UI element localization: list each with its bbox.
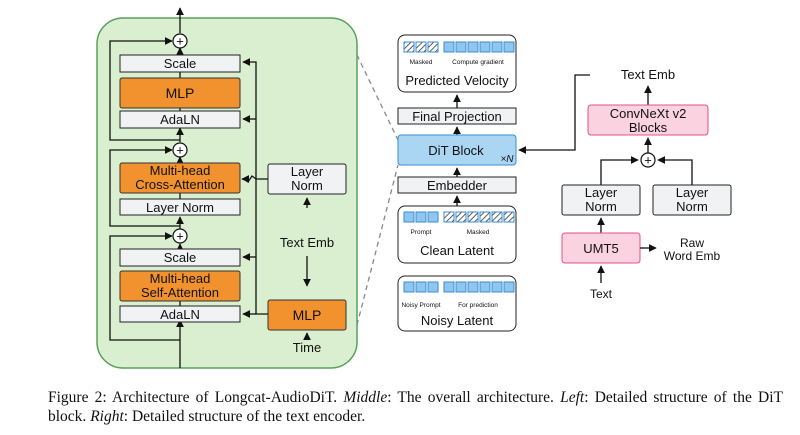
convnext-label-2: Blocks [629, 120, 668, 135]
repeat-n-label: ×N [500, 154, 514, 165]
noisy-prompt-label: Noisy Prompt [401, 302, 440, 309]
self-attention-label-1: Multi-head [150, 271, 211, 286]
word-emb-label: Word Emb [664, 249, 721, 263]
adaln-top-label: AdaLN [160, 112, 200, 127]
scale-bottom-box [119, 248, 241, 267]
right-plus-symbol: + [644, 153, 652, 168]
prompt-token-label: Prompt [411, 229, 432, 236]
text-to-cross-attn-arrow [241, 175, 268, 183]
scale-bottom-label: Scale [164, 250, 197, 265]
plus-symbol: + [176, 143, 184, 158]
zoom-line-bottom [356, 164, 399, 326]
right-norm-to-plus [657, 156, 693, 185]
time-mlp-box [267, 299, 347, 331]
scale-top-label: Scale [164, 56, 197, 71]
residual-skip-3 [109, 37, 180, 141]
zoom-line-top [356, 54, 399, 141]
right-layer-norm-right-label-2: Norm [676, 199, 708, 214]
plus-icon [172, 228, 188, 244]
for-prediction-label: For prediction [458, 302, 498, 309]
cross-attention-label-1: Multi-head [150, 163, 211, 178]
predicted-velocity-title: Predicted Velocity [405, 73, 509, 88]
adaln-bottom-box [119, 305, 241, 323]
figure-caption: Figure 2: Architecture of Longcat-AudioD… [48, 388, 783, 426]
scale-top-box [119, 54, 241, 73]
time-mlp-label: MLP [293, 307, 322, 323]
adaln-bottom-label: AdaLN [160, 307, 200, 322]
umt5-label: UMT5 [583, 241, 618, 256]
text-emb-label: Text Emb [280, 235, 334, 250]
plus-symbol: + [176, 229, 184, 244]
dit-block-label: DiT Block [428, 143, 484, 158]
caption-part4: : Detailed structure of the text encoder… [123, 408, 366, 425]
masked-token-label-2: Masked [467, 229, 490, 236]
plus-icon [640, 152, 656, 168]
caption-part2: : The overall architecture. [387, 389, 561, 406]
caption-part1: Figure 2: Architecture of Longcat-AudioD… [48, 389, 344, 406]
side-layer-norm-label-1: Layer [291, 164, 324, 179]
predicted-velocity-tokens [403, 41, 515, 53]
embedder-box [397, 176, 517, 194]
layer-norm-box [119, 198, 241, 216]
text-input-label: Text [590, 287, 613, 301]
adaln-top-box [119, 110, 241, 129]
plus-symbol: + [176, 34, 184, 49]
dit-block-box [397, 134, 517, 166]
mlp-box [119, 77, 241, 109]
noisy-latent-title: Noisy Latent [421, 313, 494, 328]
left-norm-to-plus [600, 156, 639, 185]
convnext-box [587, 104, 709, 136]
side-layer-norm-label-2: Norm [291, 178, 323, 193]
text-emb-to-dit-arrow [518, 74, 590, 154]
right-layer-norm-left-label-1: Layer [585, 185, 618, 200]
final-projection-label: Final Projection [412, 109, 502, 124]
compute-gradient-label: Compute gradient [452, 59, 504, 66]
final-projection-box [397, 107, 517, 125]
cross-attention-box [119, 162, 241, 194]
caption-left-label: Left [560, 389, 585, 406]
plus-icon [172, 33, 188, 49]
self-attention-box [119, 270, 241, 302]
residual-skip-2 [109, 146, 180, 227]
right-text-emb-label: Text Emb [621, 67, 675, 82]
raw-label: Raw [680, 236, 704, 250]
cross-attention-label-2: Cross-Attention [135, 177, 225, 192]
noisy-latent-tokens [403, 281, 515, 293]
mlp-label: MLP [166, 85, 195, 101]
right-layer-norm-left-label-2: Norm [585, 199, 617, 214]
right-layer-norm-left-box [561, 184, 641, 216]
clean-latent-tokens [403, 211, 515, 223]
plus-icon [172, 142, 188, 158]
right-layer-norm-right-box [652, 184, 732, 216]
layer-norm-label: Layer Norm [146, 200, 214, 215]
clean-latent-title: Clean Latent [420, 243, 494, 258]
right-layer-norm-right-label-1: Layer [676, 185, 709, 200]
caption-part3: : Detailed structure of the DiT block. [48, 389, 783, 425]
convnext-label-1: ConvNeXt v2 [610, 106, 687, 121]
caption-middle-label: Middle [343, 389, 388, 406]
cond-to-scale-top [242, 58, 268, 315]
embedder-label: Embedder [427, 178, 488, 193]
residual-skip-1 [109, 232, 180, 341]
time-label: Time [293, 340, 321, 355]
self-attention-label-2: Self-Attention [141, 285, 219, 300]
masked-token-label: Masked [410, 59, 433, 66]
caption-right-label: Right [90, 408, 124, 425]
